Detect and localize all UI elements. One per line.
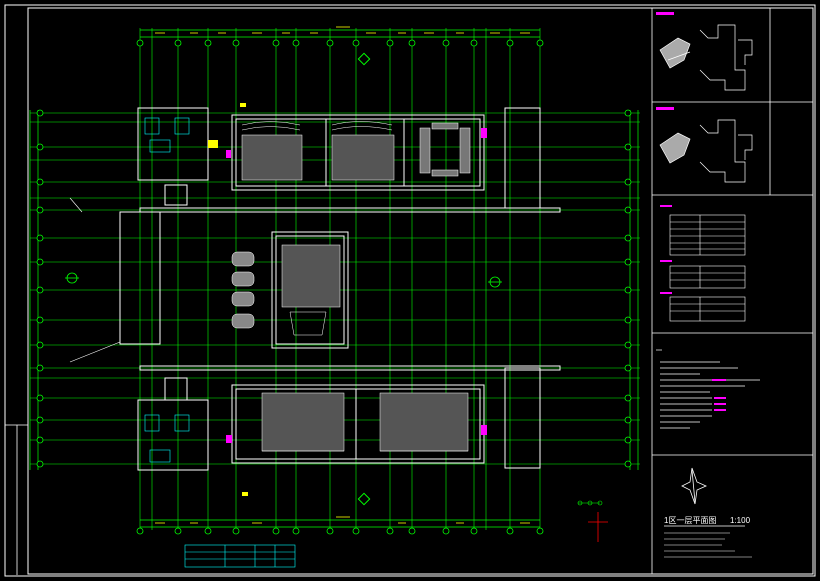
auditorium-seating-north xyxy=(241,121,471,181)
key-plan-1 xyxy=(659,24,753,91)
grid-lines-horizontal xyxy=(30,112,640,465)
sheet-outer-frame xyxy=(4,4,816,577)
equipment-accents xyxy=(208,52,371,506)
central-hall-seating xyxy=(281,244,341,336)
drawing-title: 1区一层平面图 xyxy=(664,516,716,525)
key-plan-2 xyxy=(659,119,753,183)
grid-axis-bubbles xyxy=(36,39,632,535)
notes-block xyxy=(656,349,760,429)
core-fixtures xyxy=(144,117,190,463)
title-block xyxy=(651,8,813,574)
north-arrow-icon xyxy=(681,467,707,505)
lobby-seating xyxy=(231,251,255,329)
building-walls xyxy=(119,107,561,471)
auditorium-seating-south xyxy=(261,392,469,452)
drawing-scale: 1:100 xyxy=(730,516,751,525)
section-marker-icon xyxy=(65,272,502,288)
legend-box xyxy=(184,544,296,568)
schedule-table-1 xyxy=(669,214,746,322)
elevation-marker xyxy=(588,512,608,542)
sheet-inner-frame xyxy=(27,7,814,575)
door-markers xyxy=(226,128,487,443)
dimension-text-marks xyxy=(155,26,530,524)
